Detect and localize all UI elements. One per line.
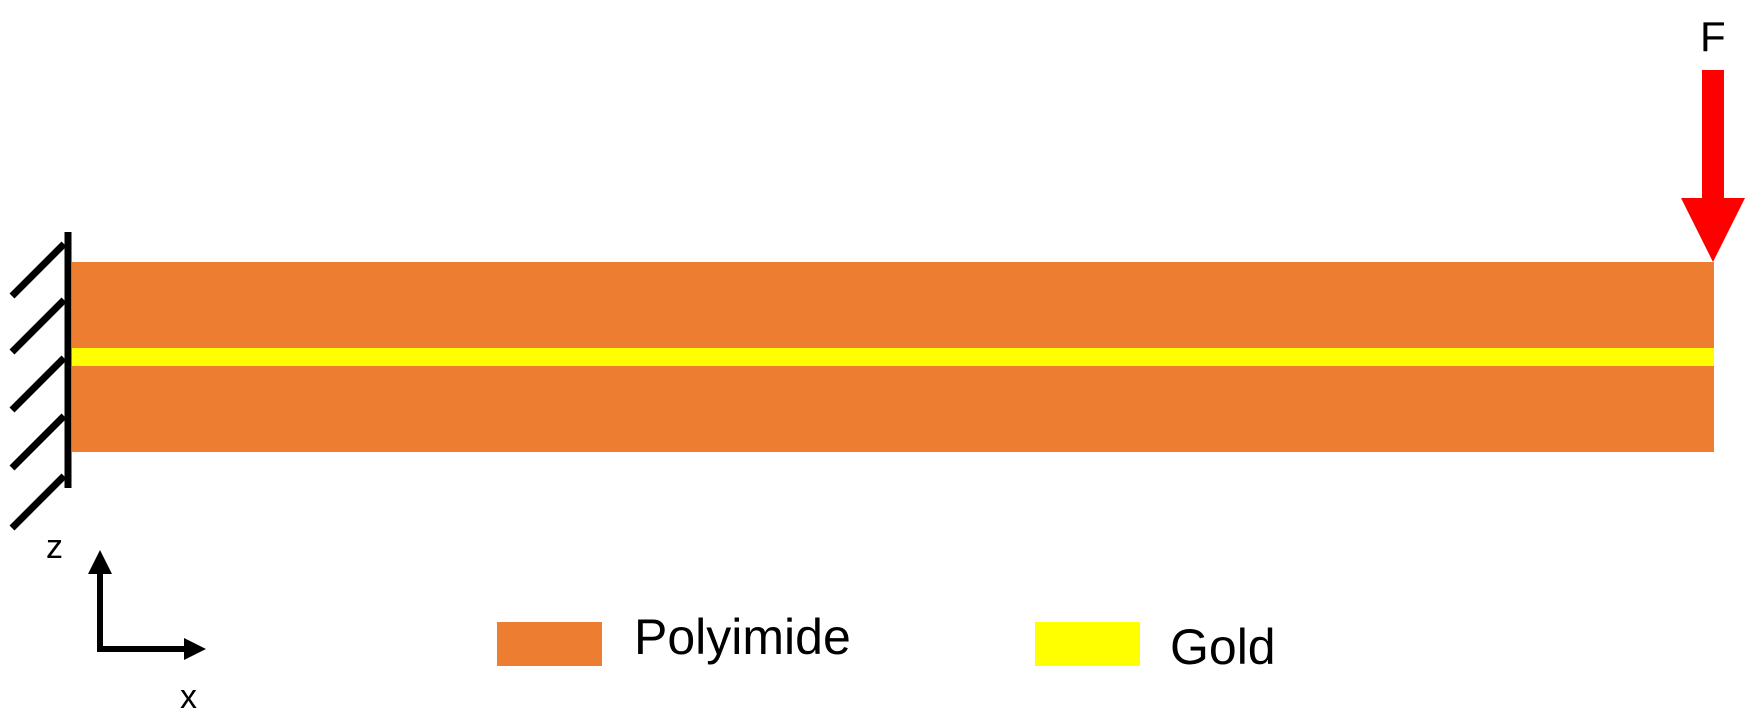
support-hatch bbox=[9, 355, 67, 413]
z-axis-arrowhead-icon bbox=[88, 550, 112, 574]
x-axis-arrowhead-icon bbox=[184, 638, 206, 660]
legend-swatch-polyimide bbox=[497, 622, 602, 666]
support-hatch bbox=[9, 413, 67, 471]
coordinate-axes bbox=[88, 550, 206, 660]
beam bbox=[72, 262, 1714, 452]
force-arrow-head bbox=[1681, 198, 1745, 262]
legend-label-polyimide: Polyimide bbox=[634, 609, 851, 665]
x-axis-label: x bbox=[180, 678, 197, 716]
legend-label-gold: Gold bbox=[1170, 619, 1276, 675]
fixed-support bbox=[9, 232, 72, 531]
z-axis-label: z bbox=[46, 528, 63, 566]
beam-layer-gold bbox=[72, 348, 1714, 366]
force-arrow bbox=[1681, 70, 1745, 262]
force-arrow-shaft bbox=[1702, 70, 1724, 198]
support-hatch bbox=[9, 473, 67, 531]
legend bbox=[497, 622, 1140, 666]
legend-swatch-gold bbox=[1035, 622, 1140, 666]
support-hatch bbox=[9, 297, 67, 355]
force-label: F bbox=[1700, 13, 1726, 60]
beam-layer-polyimide-bottom bbox=[72, 366, 1714, 452]
beam-layer-polyimide-top bbox=[72, 262, 1714, 348]
support-hatch bbox=[9, 241, 67, 299]
